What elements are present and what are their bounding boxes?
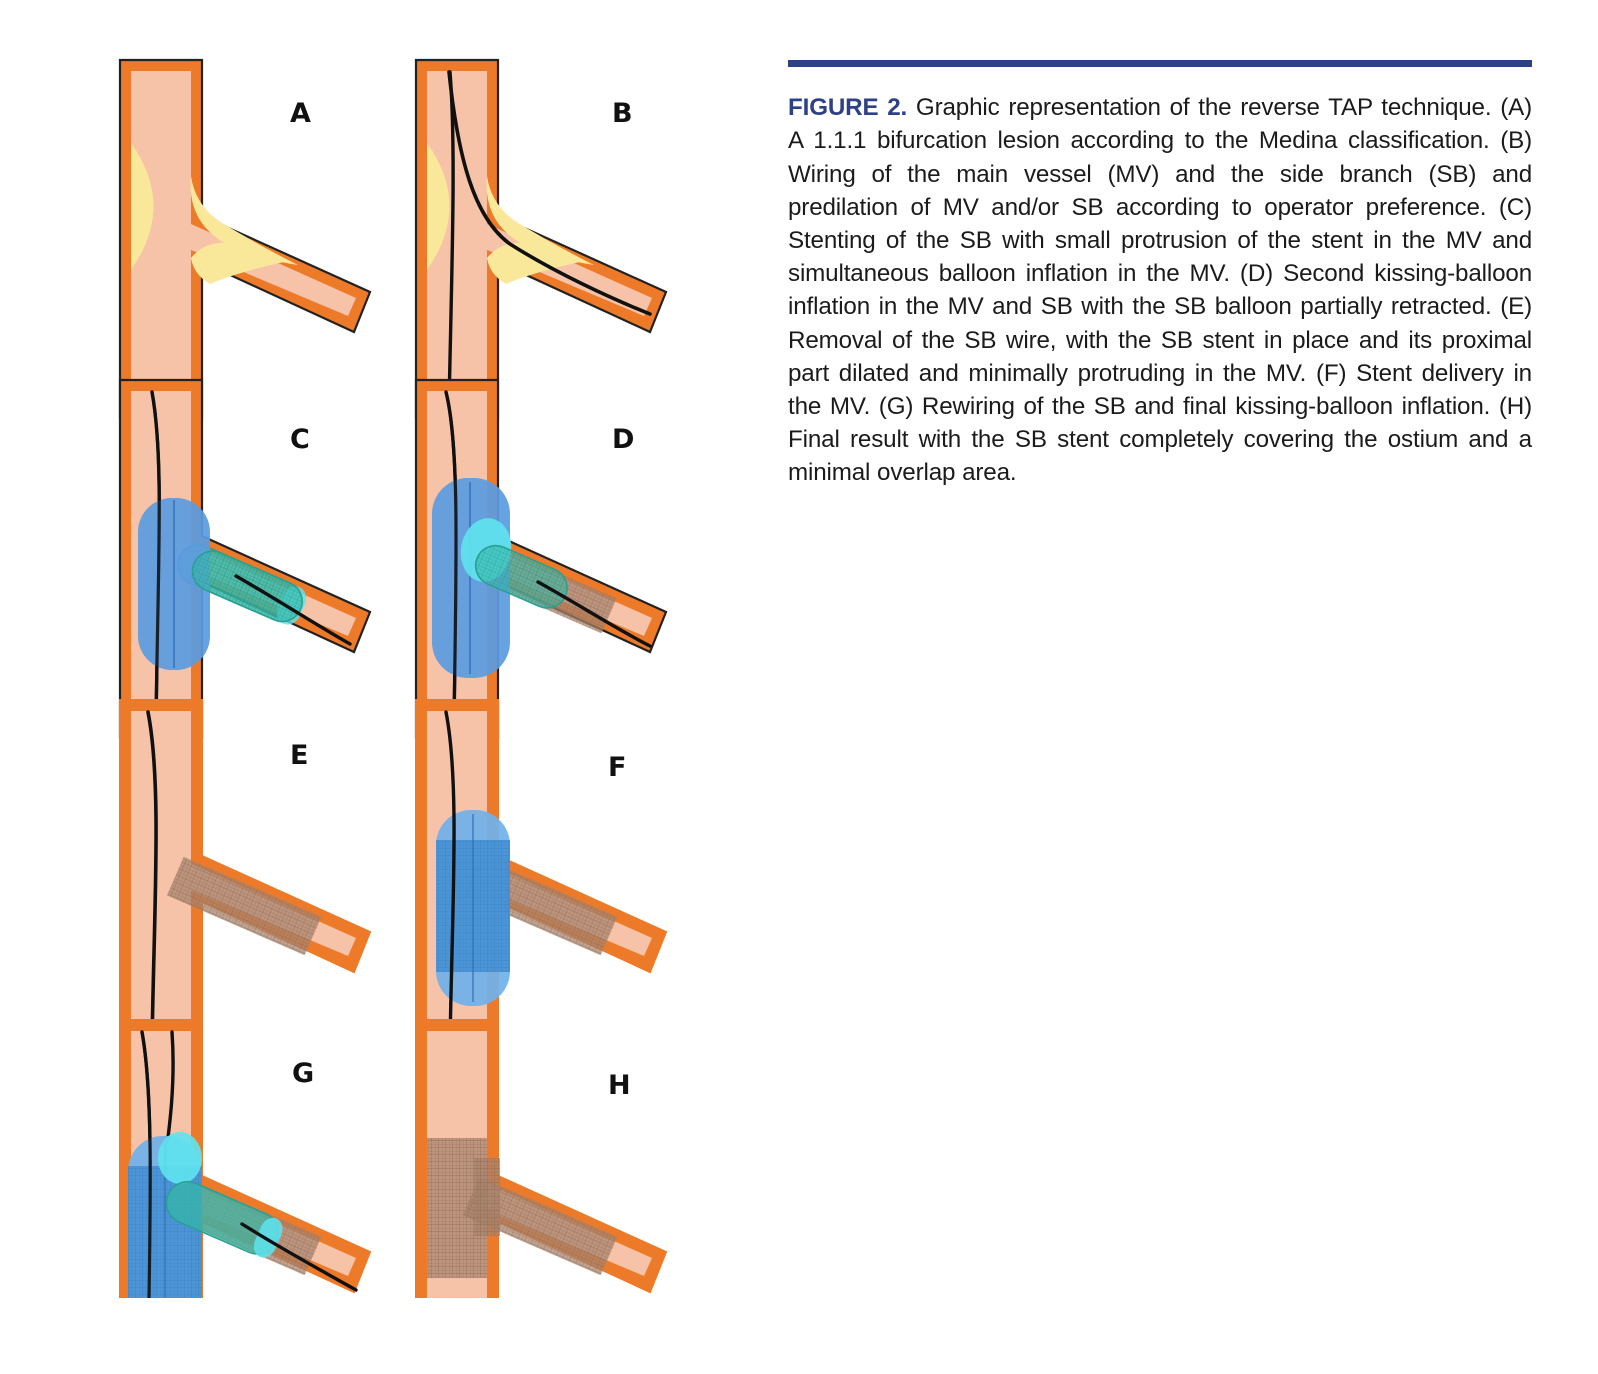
figure-caption-label: FIGURE 2. xyxy=(788,94,908,122)
figure-panel-grid: A B C D E F G H xyxy=(118,58,758,1374)
panel-E-graphic xyxy=(119,699,372,1059)
panel-letter-H: H xyxy=(608,1070,632,1101)
figure-caption: FIGURE 2. Graphic representation of the … xyxy=(788,91,1532,489)
panel-letter-G: G xyxy=(292,1058,315,1089)
panel-letter-C: C xyxy=(290,424,311,455)
panel-letter-A: A xyxy=(290,98,312,129)
figure-caption-column: FIGURE 2. Graphic representation of the … xyxy=(788,60,1532,514)
panel-B-graphic xyxy=(414,58,668,420)
panel-G-graphic xyxy=(119,1019,372,1374)
panel-H-graphic xyxy=(415,1019,668,1374)
panel-letter-E: E xyxy=(290,740,309,771)
panel-C-graphic xyxy=(118,378,372,740)
panel-letter-F: F xyxy=(608,752,627,783)
bifurcation-diagram-svg xyxy=(118,58,668,1374)
panel-D-graphic xyxy=(414,378,668,740)
panel-letter-D: D xyxy=(612,424,635,455)
panel-letter-B: B xyxy=(612,98,634,129)
panel-A-graphic xyxy=(118,58,372,420)
figure-caption-body: Graphic representation of the reverse TA… xyxy=(788,94,1532,487)
panel-F-graphic xyxy=(415,699,668,1059)
caption-top-rule xyxy=(788,60,1532,67)
